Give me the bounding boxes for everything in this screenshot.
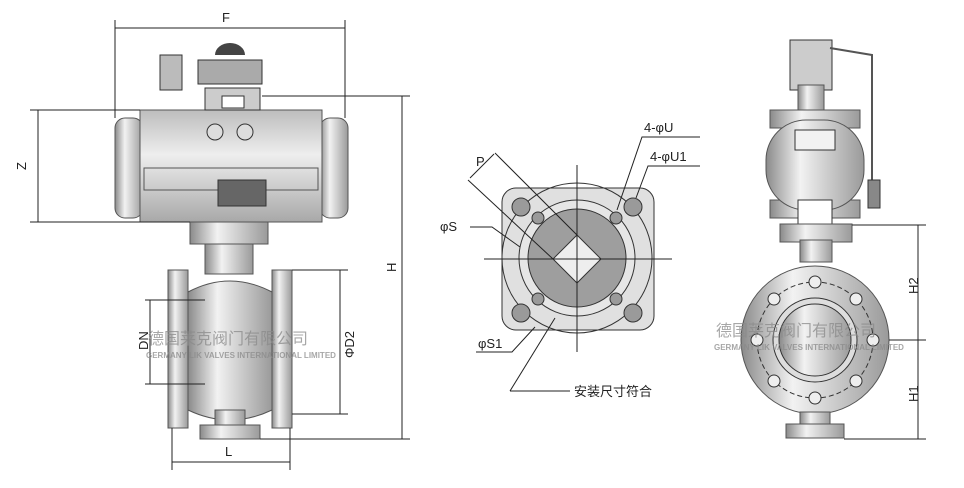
dim-h-label: H <box>384 263 399 272</box>
dim-h2-label: H2 <box>906 277 921 294</box>
watermark-left: 德国莱克阀门有限公司 GERMANY LIK VALVES INTERNATIO… <box>146 329 336 360</box>
dim-s1-label: φS1 <box>478 336 502 351</box>
dim-f-label: F <box>222 10 230 25</box>
svg-text:GERMANY LIK VALVES INTERNATION: GERMANY LIK VALVES INTERNATIONAL LIMITED <box>714 343 904 352</box>
dim-z-label: Z <box>14 162 29 170</box>
watermark-right: 德国莱克阀门有限公司 GERMANY LIK VALVES INTERNATIO… <box>714 321 904 352</box>
dim-u-label: 4-φU <box>644 120 673 135</box>
actuator <box>114 43 349 223</box>
dim-u1-label: 4-φU1 <box>650 149 687 164</box>
front-view: F Z H DN ΦD2 L 德国莱克阀门有限公司 GERMANY LIK VA… <box>14 10 410 470</box>
valve-body <box>167 221 293 440</box>
side-view: H2 H1 德国莱克阀门有限公司 GERMANY LIK VALVES INTE… <box>714 39 926 440</box>
dim-dn-label: DN <box>136 331 151 350</box>
svg-text:GERMANY LIK VALVES INTERNATION: GERMANY LIK VALVES INTERNATIONAL LIMITED <box>146 351 336 360</box>
svg-text:德国莱克阀门有限公司: 德国莱克阀门有限公司 <box>148 329 308 348</box>
dim-l-label: L <box>225 444 232 459</box>
dim-p-label: P <box>476 154 485 169</box>
dimensions-front: F Z H DN ΦD2 L <box>14 10 410 470</box>
svg-text:德国莱克阀门有限公司: 德国莱克阀门有限公司 <box>716 321 876 340</box>
dim-h1-label: H1 <box>906 385 921 402</box>
dim-s-label: φS <box>440 219 457 234</box>
dim-d2-label: ΦD2 <box>342 331 357 358</box>
install-note: 安装尺寸符合 <box>574 384 652 399</box>
mounting-flange-view: P φS φS1 4-φU 4-φU1 安装尺寸符合 <box>440 120 700 399</box>
